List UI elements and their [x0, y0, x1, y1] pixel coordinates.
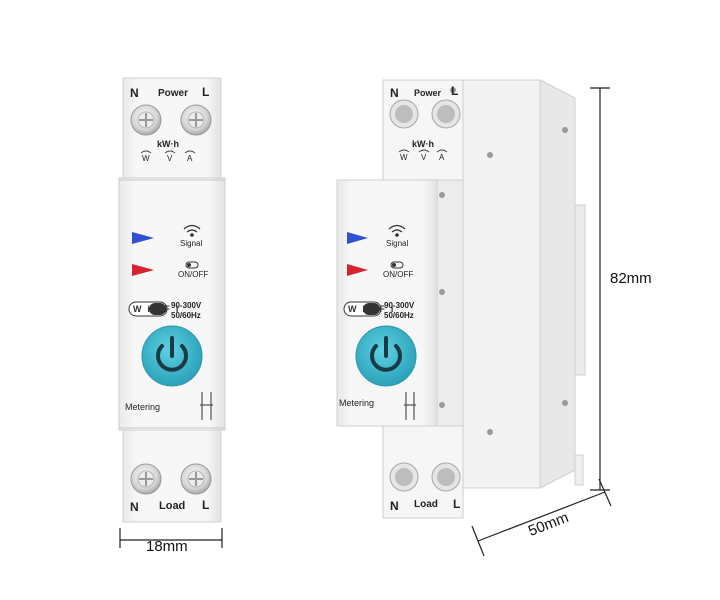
front-indicator-a: A — [187, 154, 193, 163]
front-bottom-screws — [130, 463, 212, 495]
front-voltage-spec: 90-300V — [171, 301, 202, 310]
side-blue-led — [347, 232, 368, 244]
front-bottom-left-terminal: N — [130, 500, 139, 514]
front-blue-led — [132, 232, 154, 244]
height-dimension-line — [590, 87, 610, 491]
front-toggle-icon — [185, 261, 199, 269]
front-indicator-v: V — [167, 154, 173, 163]
front-power-label: Power — [158, 88, 189, 99]
width-dimension-line — [119, 528, 223, 548]
front-bottom-right-terminal: L — [202, 498, 210, 512]
side-power-label: Power — [414, 88, 442, 98]
side-wifi-badge: Wi Fi — [348, 304, 400, 314]
front-red-led — [132, 264, 154, 276]
front-metering-label: Metering — [125, 402, 161, 412]
front-top-right-terminal: L — [202, 85, 210, 99]
side-wifi-icon — [388, 224, 406, 237]
front-circuit-symbol — [200, 392, 213, 420]
front-onoff-label: ON/OFF — [178, 270, 209, 279]
side-bottom-left-terminal: N — [390, 499, 399, 513]
side-top-right-terminal: L — [451, 84, 459, 98]
front-load-label: Load — [159, 500, 186, 512]
side-red-led — [347, 264, 368, 276]
front-kwh-label: kW·h — [157, 139, 179, 149]
side-power-icon — [370, 336, 402, 372]
side-top-left-terminal: N — [390, 86, 399, 100]
front-wifi-icon — [183, 224, 201, 237]
front-power-icon — [156, 336, 188, 372]
side-bottom-right-terminal: L — [453, 497, 461, 511]
side-load-label: Load — [414, 499, 438, 510]
side-onoff-label: ON/OFF — [383, 270, 414, 279]
width-dimension-label: 18mm — [146, 538, 188, 555]
front-top-left-terminal: N — [130, 86, 139, 100]
height-dimension-label: 82mm — [610, 270, 652, 287]
front-top-screws — [130, 104, 212, 136]
side-frequency-spec: 50/60Hz — [384, 311, 414, 320]
side-indicator-w: W — [400, 153, 408, 162]
side-toggle-icon — [390, 261, 404, 269]
side-indicator-a: A — [439, 153, 445, 162]
front-frequency-spec: 50/60Hz — [171, 311, 201, 320]
side-signal-label: Signal — [386, 239, 409, 248]
side-kwh-label: kW·h — [412, 139, 434, 149]
front-indicator-w: W — [142, 154, 150, 163]
depth-dimension-line — [471, 478, 612, 557]
front-signal-label: Signal — [180, 239, 203, 248]
front-wifi-badge: Wi Fi — [133, 304, 185, 314]
side-indicator-v: V — [421, 153, 427, 162]
side-voltage-spec: 90-300V — [384, 301, 415, 310]
side-metering-label: Metering — [339, 398, 375, 408]
